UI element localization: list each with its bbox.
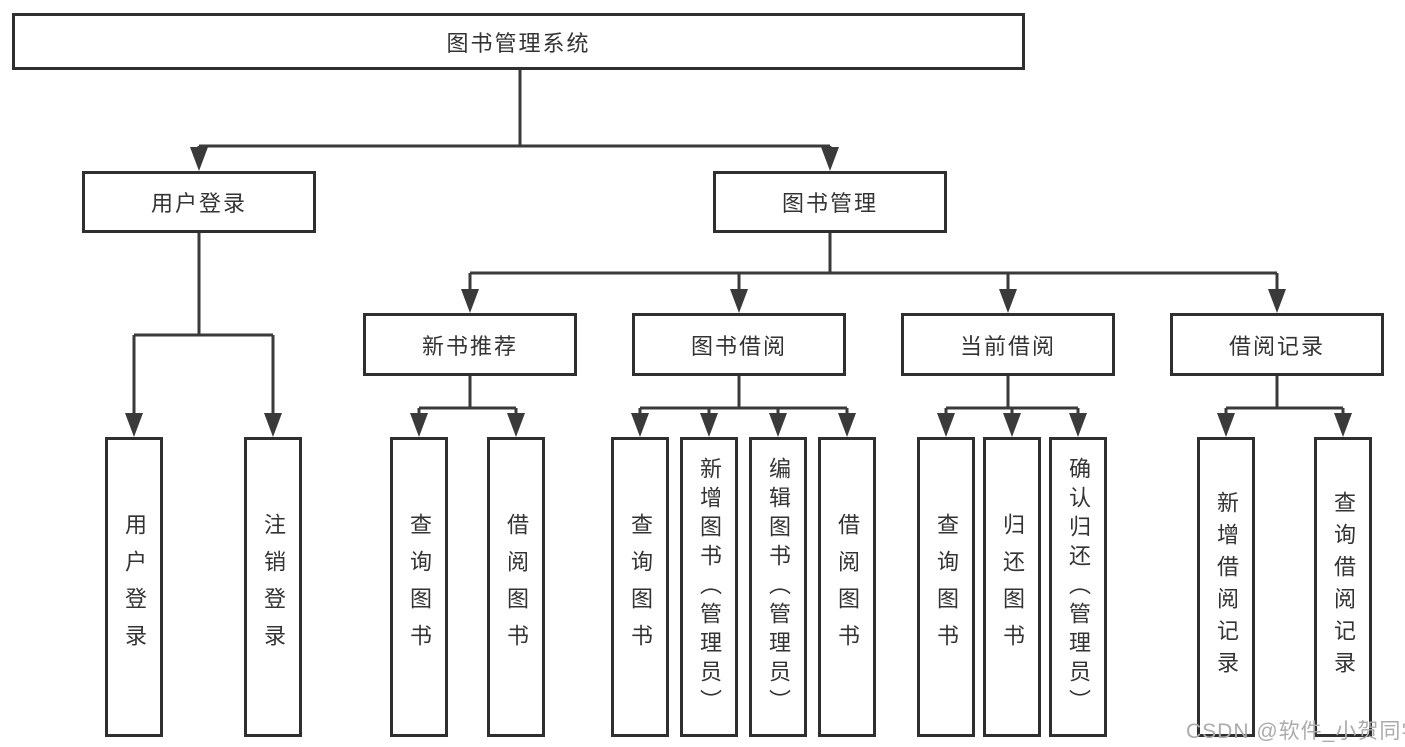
node-label: 用户登录 [150, 191, 247, 216]
leaf-label: 新增图书（管理员） [697, 456, 722, 718]
node-label: 图书管理系统 [446, 30, 591, 56]
leaf-logout: 注销登录 [244, 437, 302, 737]
node-label: 借阅记录 [1228, 333, 1325, 359]
node-label: 新书推荐 [421, 333, 518, 359]
node-label: 当前借阅 [959, 333, 1056, 359]
connector-root-to-level2 [190, 70, 839, 171]
leaf-label: 确认归还（管理员） [1066, 456, 1091, 718]
connector-new-book-group [410, 376, 525, 437]
arrowhead-icon [769, 413, 787, 437]
arrowhead-icon [1069, 413, 1087, 437]
leaf-label: 借阅图书 [504, 513, 529, 661]
leaf-label: 查询图书 [407, 513, 432, 661]
arrowhead-icon [190, 147, 208, 171]
node-borrow-records: 借阅记录 [1170, 313, 1384, 376]
arrowhead-icon [821, 147, 839, 171]
arrowhead-icon [125, 413, 143, 437]
leaf-label: 借阅图书 [835, 513, 860, 661]
leaf-edit-book-admin: 编辑图书（管理员） [749, 437, 807, 737]
leaf-label: 查询借阅记录 [1331, 491, 1356, 683]
node-label: 图书借阅 [690, 333, 787, 359]
leaf-label: 用户登录 [122, 513, 147, 661]
leaf-borrow-books: 借阅图书 [818, 437, 876, 737]
arrowhead-icon [264, 413, 282, 437]
connector-book-borrow-group [631, 376, 856, 437]
arrowhead-icon [1334, 413, 1352, 437]
arrowhead-icon [838, 413, 856, 437]
arrowhead-icon [507, 413, 525, 437]
node-current-borrow: 当前借阅 [901, 313, 1115, 376]
connector-current-borrow-group [937, 376, 1087, 437]
node-user-login: 用户登录 [82, 171, 316, 233]
node-root: 图书管理系统 [12, 13, 1025, 70]
arrowhead-icon [461, 289, 479, 313]
arrowhead-icon [410, 413, 428, 437]
leaf-add-book-admin: 新增图书（管理员） [680, 437, 738, 737]
arrowhead-icon [631, 413, 649, 437]
connector-user-login-group [125, 233, 282, 437]
leaf-label: 归还图书 [1000, 513, 1025, 661]
arrowhead-icon [700, 413, 718, 437]
leaf-borrow-books-recommend: 借阅图书 [487, 437, 545, 737]
connector-borrow-records-group [1217, 376, 1352, 437]
leaf-label: 新增借阅记录 [1214, 491, 1239, 683]
csdn-watermark: CSDN @软件_小贺同学 [1186, 720, 1405, 743]
node-book-borrow: 图书借阅 [632, 313, 846, 376]
leaf-label: 编辑图书（管理员） [766, 456, 791, 718]
node-label: 图书管理 [781, 191, 878, 216]
leaf-add-borrow-record: 新增借阅记录 [1197, 437, 1255, 737]
arrowhead-icon [1217, 413, 1235, 437]
leaf-label: 注销登录 [261, 513, 286, 661]
leaf-query-books-borrow: 查询图书 [611, 437, 669, 737]
leaf-label: 查询图书 [628, 513, 653, 661]
leaf-user-login: 用户登录 [105, 437, 163, 737]
node-book-management: 图书管理 [713, 171, 947, 233]
leaf-label: 查询图书 [934, 513, 959, 661]
leaf-return-books: 归还图书 [983, 437, 1041, 737]
leaf-confirm-return-admin: 确认归还（管理员） [1049, 437, 1107, 737]
arrowhead-icon [999, 289, 1017, 313]
connector-book-management-to-level3 [461, 233, 1286, 313]
leaf-query-borrow-record: 查询借阅记录 [1314, 437, 1372, 737]
leaf-query-books-recommend: 查询图书 [390, 437, 448, 737]
arrowhead-icon [730, 289, 748, 313]
arrowhead-icon [1003, 413, 1021, 437]
arrowhead-icon [1268, 289, 1286, 313]
node-new-book-recommend: 新书推荐 [363, 313, 577, 376]
leaf-query-books-current: 查询图书 [917, 437, 975, 737]
arrowhead-icon [937, 413, 955, 437]
